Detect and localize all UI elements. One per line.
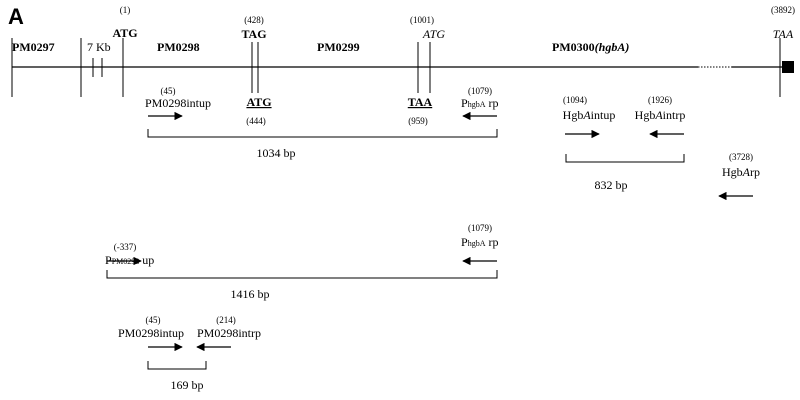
codon-taa3892-label: TAA bbox=[773, 27, 794, 41]
product-1034-label: 1034 bp bbox=[257, 146, 296, 160]
codon-tag428-pos: (428) bbox=[244, 15, 264, 25]
codon-atg1001-label: ATG bbox=[422, 27, 446, 41]
primer-pm0298intrp-pos: (214) bbox=[216, 315, 236, 325]
primer-pm0298intup-label: PM0298intup bbox=[145, 96, 211, 110]
primer-pm0298intup2-label: PM0298intup bbox=[118, 326, 184, 340]
primer-hgbaintrp-pos: (1926) bbox=[648, 95, 672, 105]
primer-hgbaintrp-label: HgbAintrp bbox=[635, 108, 686, 122]
panel-label: A bbox=[8, 4, 24, 29]
gene-pm0298: PM0298 bbox=[157, 40, 200, 54]
codon-taa959-label: TAA bbox=[408, 95, 433, 109]
codon-atg1-label: ATG bbox=[112, 26, 137, 40]
gene-pm0300-name: (hgbA) bbox=[595, 40, 630, 54]
primer-hgbaintup-label: HgbAintup bbox=[563, 108, 616, 122]
codon-atg444-label: ATG bbox=[246, 95, 271, 109]
codon-atg444-pos: (444) bbox=[246, 116, 266, 126]
gene-pm0299: PM0299 bbox=[317, 40, 360, 54]
primer-ppm0298-up-label: PPM0298 up bbox=[105, 253, 154, 267]
gene-pm0300-id: PM0300 bbox=[552, 40, 595, 54]
primer-phgba-rp2-pos: (1079) bbox=[468, 223, 492, 233]
product-1416-bracket bbox=[106, 270, 498, 279]
primer-phgba-rp2-label: PhgbA rp bbox=[461, 235, 498, 249]
codon-atg1-pos: (1) bbox=[120, 5, 131, 15]
gene-pm0300: PM0300(hgbA) bbox=[552, 40, 629, 54]
primer-hgbarp-pos: (3728) bbox=[729, 152, 753, 162]
genome-end-block bbox=[782, 61, 794, 73]
gap-label: 7 Kb bbox=[87, 40, 111, 54]
product-169-label: 169 bp bbox=[171, 378, 204, 392]
product-169-bracket bbox=[147, 361, 207, 370]
primer-pm0298intup2-pos: (45) bbox=[146, 315, 161, 325]
product-1416-label: 1416 bp bbox=[231, 287, 270, 301]
gene-pm0297: PM0297 bbox=[12, 40, 55, 54]
primer-phgba-rp-label: PhgbA rp bbox=[461, 96, 498, 110]
codon-taa3892-pos: (3892) bbox=[771, 5, 795, 15]
codon-taa959-pos: (959) bbox=[408, 116, 428, 126]
primer-phgba-rp-pos: (1079) bbox=[468, 86, 492, 96]
product-1034-bracket bbox=[147, 129, 498, 138]
primer-hgbarp-label: HgbArp bbox=[722, 165, 760, 179]
primer-ppm0298-up-pos: (-337) bbox=[114, 242, 137, 252]
codon-atg1001-pos: (1001) bbox=[410, 15, 434, 25]
codon-tag428-label: TAG bbox=[241, 27, 266, 41]
product-832-bracket bbox=[565, 154, 685, 163]
primer-pm0298intrp-label: PM0298intrp bbox=[197, 326, 261, 340]
primer-hgbaintup-pos: (1094) bbox=[563, 95, 587, 105]
product-832-label: 832 bp bbox=[595, 178, 628, 192]
primer-pm0298intup-pos: (45) bbox=[161, 86, 176, 96]
